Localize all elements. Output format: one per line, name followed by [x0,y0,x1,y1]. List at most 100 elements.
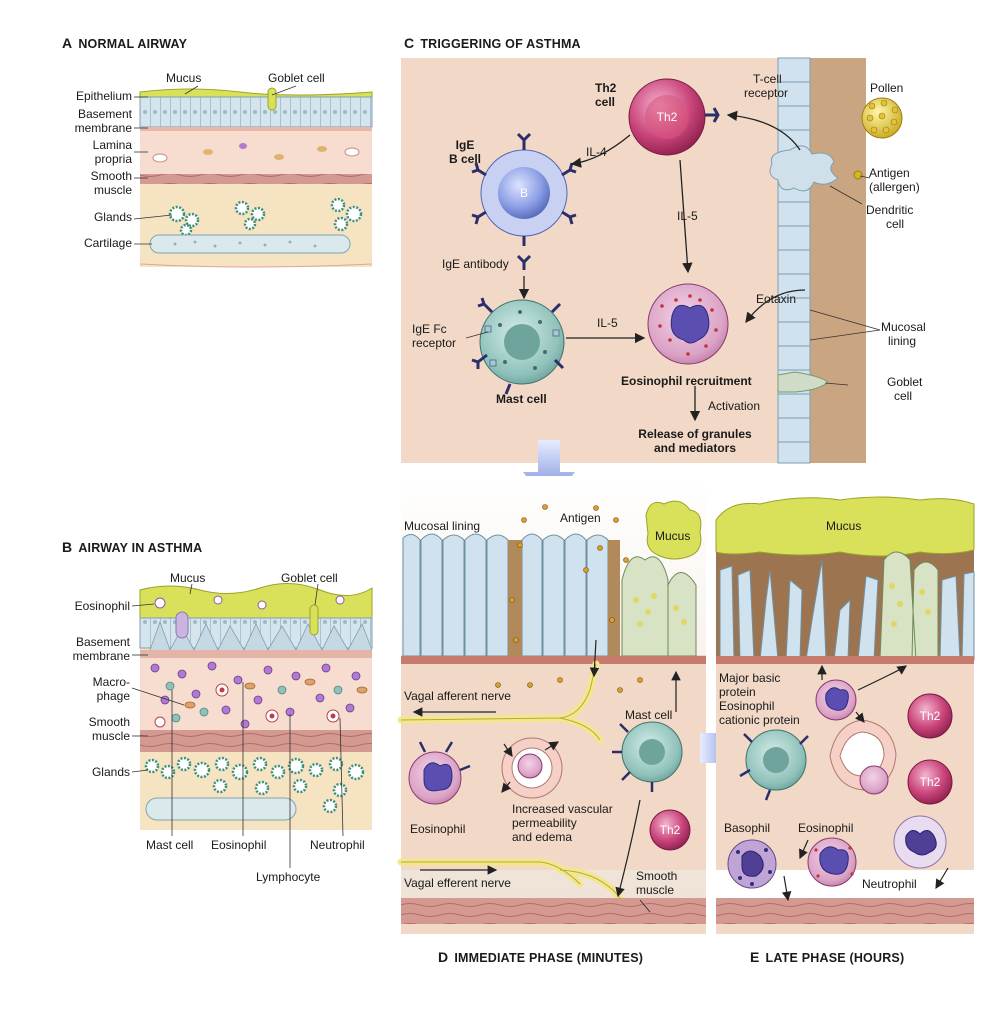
c-mucosal-label-1: Mucosal [881,320,926,334]
panel-e-drawing [715,476,975,934]
e-mucus-label: Mucus [826,519,862,533]
panel-c-leaders [465,175,881,386]
c-ige-fc-label-2: receptor [412,336,457,350]
panel-b-leaders [131,583,344,868]
e-mbp-label-2: protein [719,685,756,699]
th2-cell-c [628,78,720,156]
a-goblet-cell-label: Goblet cell [268,71,325,85]
c-pollen-label: Pollen [870,81,904,95]
c-ige-b-label-2: B cell [448,152,481,166]
b-smooth-label-1: Smooth [88,715,130,729]
th2-cell-d [649,809,691,851]
panel-d-arrows [412,639,681,913]
panel-d-mucus-blob [645,500,702,560]
d-smooth-label-1: Smooth [636,869,678,883]
panel-c-arrows [518,110,806,422]
panel-a-title-text: NORMAL AIRWAY [78,37,188,51]
panel-d-letter: D [438,949,449,965]
c-goblet-label-1: Goblet [887,375,923,389]
c-tcell-receptor-label-2: receptor [744,86,789,100]
dendritic-cell-shape [769,145,839,192]
d-mucus-label: Mucus [655,529,691,543]
panel-b-drawing [139,583,373,830]
c-eotaxin-label: Eotaxin [756,292,797,306]
eosinophil-e-top [815,679,857,721]
a-epithelium-label: Epithelium [75,89,132,103]
big-arrow-c-to-d [523,440,575,505]
b-neutrophil-label: Neutrophil [310,838,365,852]
pollen-grain [861,97,903,139]
blood-vessel-d [501,737,563,799]
eosinophil-d [408,741,471,805]
c-release-label-2: and mediators [653,441,737,455]
c-antigen-label-2: (allergen) [869,180,920,194]
c-th2-inside-label: Th2 [656,110,678,124]
c-eosinophil-recruitment-label: Eosinophil recruitment [621,374,752,388]
basophil-e [727,839,777,889]
b-eosinophil-label: Eosinophil [74,599,130,613]
panel-a-letter: A [62,35,73,51]
e-ecp-label-2: cationic protein [719,713,800,727]
b-macrophage-label-2: phage [96,689,130,703]
a-smooth-label-2: muscle [93,183,132,197]
d-increased-label-1: Increased vascular [512,802,613,816]
panel-e-mucus [715,496,975,557]
d-antigen-label: Antigen [560,511,601,525]
c-b-inside-label: B [519,186,528,200]
c-tcell-receptor-label-1: T-cell [753,72,782,86]
b-goblet-cell-label: Goblet cell [281,571,338,585]
eosinophil-c [647,283,729,365]
b-mucus-label: Mucus [170,571,206,585]
a-cartilage-label: Cartilage [83,236,132,250]
d-increased-label-3: and edema [512,830,573,844]
panel-e-arrows [781,664,949,902]
c-il4-label: IL-4 [586,145,607,159]
e-ecp-label-1: Eosinophil [719,699,775,713]
c-mucosal-label-2: lining [888,334,917,348]
panel-b-letter: B [62,539,73,555]
c-ige-fc-label-1: IgE Fc [412,322,447,336]
d-increased-label-2: permeability [512,816,577,830]
b-basement-label-2: membrane [72,649,130,663]
a-basement-label-2: membrane [74,121,132,135]
c-activation-label: Activation [708,399,761,413]
a-lamina-label-2: propria [94,152,132,166]
d-vagal-afferent-label: Vagal afferent nerve [404,689,511,703]
panel-c-drawing [401,57,903,464]
b-macrophage-label-1: Macro- [92,675,130,689]
panel-d-goblet-cells [621,556,697,657]
e-th2-label-1: Th2 [919,709,941,723]
d-vagal-efferent-label: Vagal efferent nerve [404,876,511,890]
d-th2-label: Th2 [659,823,681,837]
e-eosinophil-label: Eosinophil [798,821,854,835]
d-eosinophil-label: Eosinophil [410,822,466,836]
panel-d-epithelium [402,533,609,657]
c-il5-top-label: IL-5 [677,209,698,223]
d-mast-cell-label: Mast cell [625,708,673,722]
a-glands-label: Glands [93,210,132,224]
panel-d-drawing [397,476,706,934]
panel-a-leaders [133,85,297,245]
th2-cell-e-2 [907,759,953,805]
a-smooth-label-1: Smooth [90,169,132,183]
th2-cell-e-1 [907,693,953,739]
c-release-label-1: Release of granules [638,427,752,441]
panel-e-letter: E [750,949,760,965]
eosinophil-e-bottom [807,837,857,887]
b-glands-label: Glands [91,765,130,779]
b-lymphocyte-label: Lymphocyte [256,870,321,884]
c-th2-cell-label-1: Th2 [595,81,617,95]
b-basement-label-1: Basement [75,635,130,649]
c-ige-b-label-1: IgE [455,138,475,152]
mast-cell-e [739,729,809,801]
a-lamina-label-1: Lamina [92,138,132,152]
b-eosinophil-bottom-label: Eosinophil [211,838,267,852]
panel-b-cells [150,661,368,729]
c-il5-mid-label: IL-5 [597,316,618,330]
mast-cell-d [612,721,683,792]
e-basophil-label: Basophil [724,821,771,835]
c-th2-cell-label-2: cell [595,95,616,109]
